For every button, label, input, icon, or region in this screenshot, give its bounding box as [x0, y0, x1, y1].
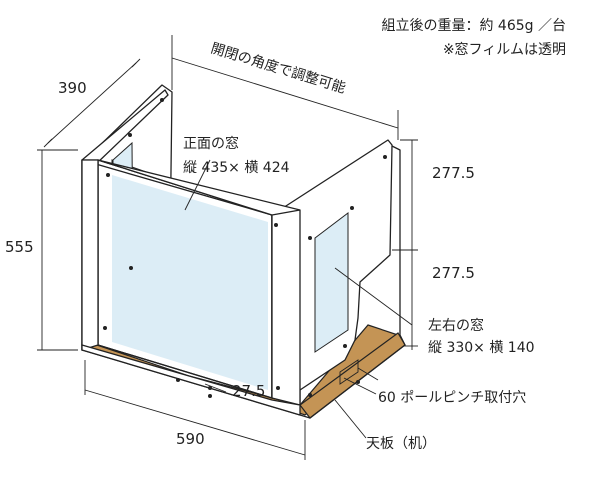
width-dimension: 590: [176, 430, 205, 448]
side-upper-dimension: 277.5: [432, 164, 475, 182]
side-window-title: 左右の窓: [428, 317, 484, 334]
angle-label: 開閉の角度で調整可能: [209, 41, 348, 97]
film-note: ※窓フィルムは透明: [443, 41, 566, 58]
dimension-lines: [37, 35, 418, 460]
right-panel: [271, 139, 393, 399]
slot-dimension: 27.5: [232, 382, 265, 400]
height-dimension: 555: [5, 238, 34, 256]
front-window-size: 縦 435× 横 424: [183, 160, 290, 176]
depth-dimension: 390: [58, 79, 87, 97]
right-window: [314, 211, 349, 353]
side-window-size: 縦 330× 横 140: [428, 340, 535, 356]
front-window-title: 正面の窓: [183, 135, 239, 152]
panel-holes: [103, 98, 387, 398]
pole-clamp-label: 60 ポールピンチ取付穴: [378, 390, 526, 406]
side-lower-dimension: 277.5: [432, 264, 475, 282]
front-face: [81, 159, 301, 416]
weight-note: 組立後の重量：約 465g ／台: [381, 18, 566, 34]
desk-label: 天板（机）: [366, 436, 436, 452]
